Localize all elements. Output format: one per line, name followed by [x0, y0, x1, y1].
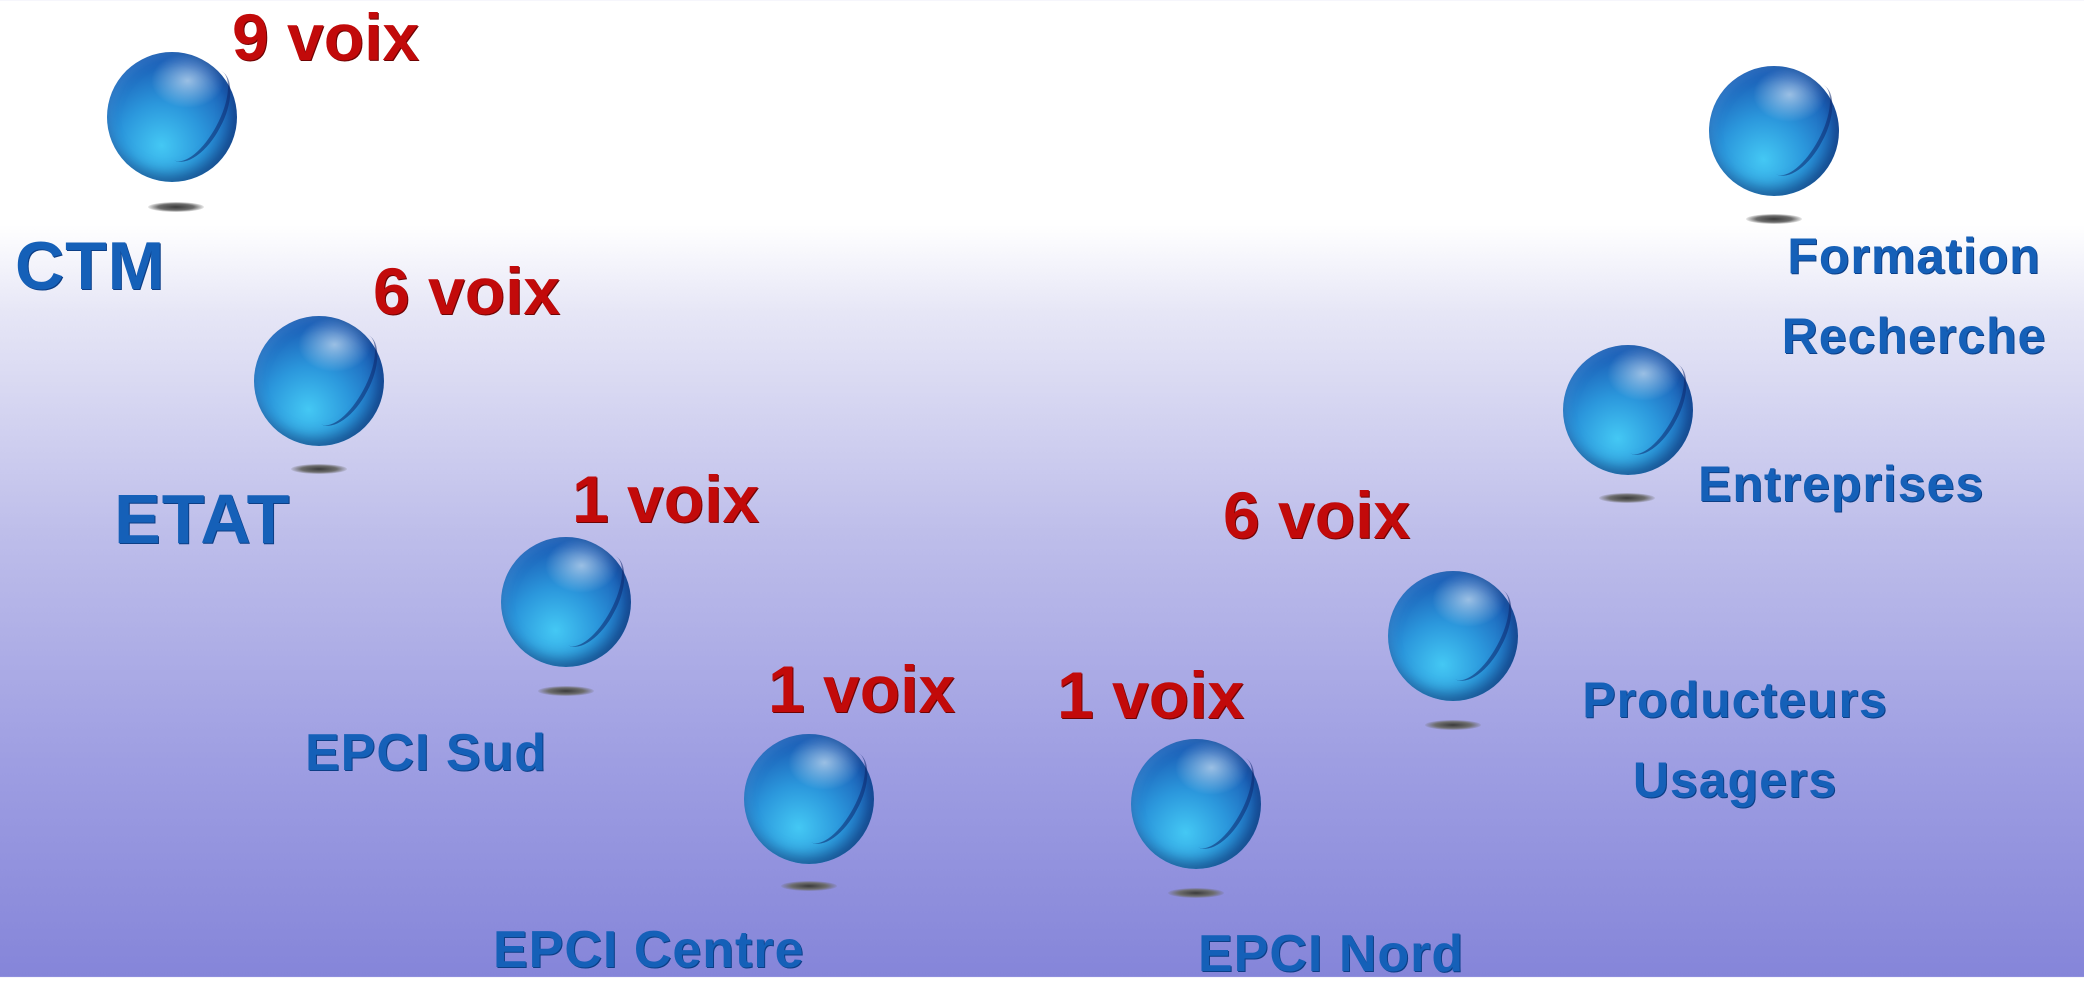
sphere-shadow — [1599, 493, 1655, 503]
votes-etat: 6 voix — [373, 254, 561, 328]
sphere-icon — [254, 316, 384, 446]
label-line-recherche: Recherche — [1781, 308, 2047, 364]
votes-epci-sud: 1 voix — [572, 462, 760, 536]
label-epci-sud: EPCI Sud — [305, 724, 548, 782]
label-line-usagers: Usagers — [1632, 752, 1838, 808]
sphere-shadow — [1425, 720, 1481, 730]
sphere-shadow — [1168, 888, 1224, 898]
label-line-producteurs: Producteurs — [1582, 672, 1888, 728]
label-formation-recherche: Formation Recherche — [1744, 216, 2084, 376]
label-epci-nord: EPCI Nord — [1198, 925, 1465, 983]
sphere-icon — [1563, 345, 1693, 475]
label-epci-centre: EPCI Centre — [493, 921, 805, 979]
label-line-formation: Formation — [1787, 228, 2041, 284]
votes-epci-nord: 1 voix — [1057, 658, 1245, 732]
votes-producteurs-usagers: 6 voix — [1223, 478, 1411, 552]
label-entreprises: Entreprises — [1698, 456, 1985, 512]
votes-ctm: 9 voix — [232, 0, 420, 74]
sphere-icon — [1131, 739, 1261, 869]
sphere-shadow — [291, 464, 347, 474]
sphere-icon — [501, 537, 631, 667]
sphere-shadow — [781, 881, 837, 891]
sphere-icon — [1388, 571, 1518, 701]
sphere-shadow — [538, 686, 594, 696]
label-producteurs-usagers: Producteurs Usagers — [1540, 660, 1930, 820]
sphere-shadow — [148, 202, 204, 212]
label-etat: ETAT — [114, 480, 291, 558]
sphere-shadow — [1746, 214, 1802, 224]
sphere-icon — [107, 52, 237, 182]
sphere-icon — [744, 734, 874, 864]
votes-epci-centre: 1 voix — [768, 652, 956, 726]
sphere-icon — [1709, 66, 1839, 196]
label-ctm: CTM — [15, 228, 166, 304]
